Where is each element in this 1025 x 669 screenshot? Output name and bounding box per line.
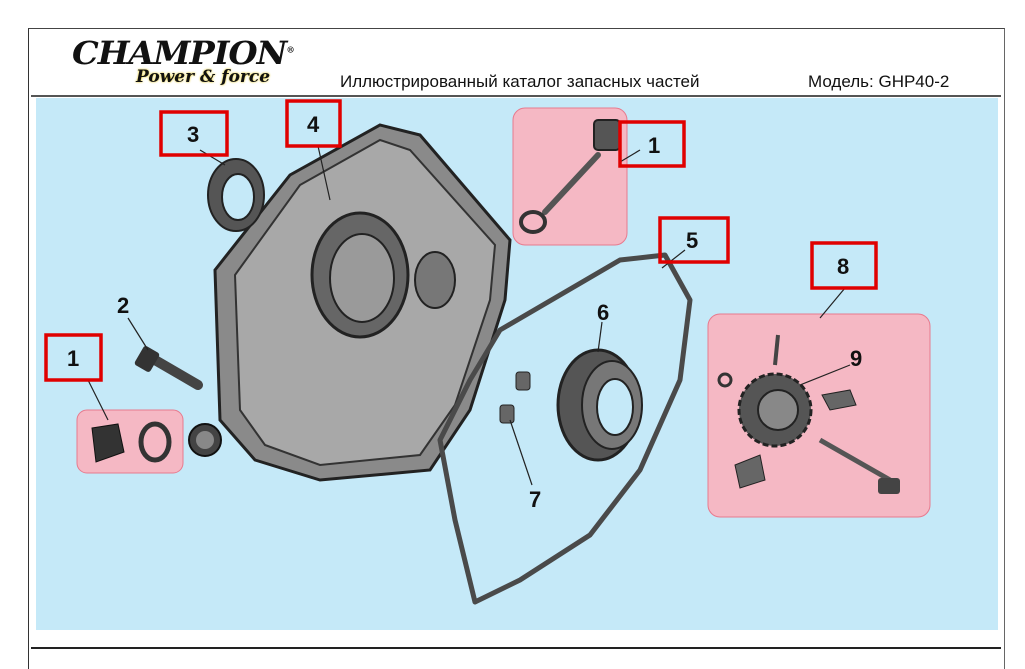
brand-logo: CHAMPION®: [72, 34, 295, 72]
bolt-part: [134, 346, 203, 390]
highlight-governor: [707, 313, 931, 518]
callout-box-1-top: [618, 120, 686, 168]
dowel-pin-part: [515, 371, 531, 391]
callout-8: 8: [837, 254, 849, 279]
page-frame: [28, 28, 1005, 669]
callout-2: 2: [117, 293, 129, 318]
brand-tagline: Power & force: [136, 67, 271, 87]
dipstick-part: [519, 119, 621, 234]
callout-1-left: 1: [67, 346, 79, 371]
drain-plug-part: [91, 421, 172, 463]
callout-1-top: 1: [648, 133, 660, 158]
gasket-part: [437, 252, 693, 605]
callout-9: 9: [850, 346, 862, 371]
oil-seal-part: [207, 158, 265, 232]
callout-box-1-left: [44, 333, 103, 382]
callout-3: 3: [187, 122, 199, 147]
dowel-pin-part: [499, 404, 515, 424]
callout-7: 7: [529, 487, 541, 512]
callout-box-3: [159, 110, 229, 157]
header-divider: [31, 95, 1001, 97]
bearing-part: [556, 348, 643, 462]
model-label: Модель: GHP40-2: [808, 72, 950, 91]
exploded-parts-diagram: 3 4 1 5 8 9 6 7 2 1: [36, 98, 998, 630]
callout-box-5: [658, 216, 730, 264]
callout-box-4: [285, 99, 342, 148]
callout-box-8: [810, 241, 878, 290]
catalog-title: Иллюстрированный каталог запасных частей: [340, 72, 700, 91]
callout-6: 6: [597, 300, 609, 325]
callout-4: 4: [307, 112, 320, 137]
crankcase-cover-part: [188, 123, 512, 482]
callout-5: 5: [686, 228, 698, 253]
governor-assembly-part: [717, 334, 900, 494]
footer-divider: [31, 647, 1001, 649]
